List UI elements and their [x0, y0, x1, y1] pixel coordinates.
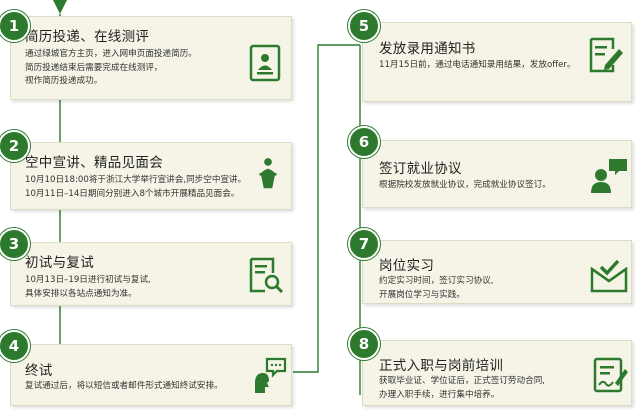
step-title-3: 初试与复试 — [25, 255, 94, 271]
step-card-2: 空中宣讲、精品见面会 10月10日18:00将于浙江大学举行宣讲会,同步空中宣讲… — [10, 142, 292, 210]
step-card-3: 初试与复试 10月13日–19日进行初试与复试, 具体安排以各站点通知为准。 — [10, 242, 292, 306]
step-card-6: 签订就业协议 根据院校发放就业协议，完成就业协议签订。 — [362, 140, 632, 208]
step-desc-line: 根据院校发放就业协议，完成就业协议签订。 — [379, 180, 551, 190]
step-desc-line: 11月15日前，通过电话通知录用结果，发放offer。 — [379, 60, 576, 70]
step-desc-line: 通过绿城官方主页，进入网申页面投递简历。 — [25, 49, 197, 59]
step-desc-4: 复试通过后，将以短信或者邮件形式通知终试安排。 — [25, 380, 223, 394]
step-number-6: 6 — [348, 126, 380, 158]
step-card-1: 简历投递、在线测评 通过绿城官方主页，进入网申页面投递简历。 简历投递结束后需要… — [10, 16, 292, 100]
step-desc-line: 获取毕业证、学位证后，正式签订劳动合同, — [379, 376, 546, 386]
step-desc-3: 10月13日–19日进行初试与复试, 具体安排以各站点通知为准。 — [25, 274, 151, 301]
step-number-4: 4 — [0, 330, 30, 362]
step-desc-line: 10月11日–14日期间分别进入8个城市开展精品见面会。 — [25, 188, 240, 199]
step-number-3: 3 — [0, 228, 30, 260]
contract-sign-icon — [593, 357, 628, 393]
step-desc-5: 11月15日前，通过电话通知录用结果，发放offer。 — [379, 59, 576, 73]
step-title-5: 发放录用通知书 — [379, 41, 476, 57]
step-card-8: 正式入职与岗前培训 获取毕业证、学位证后，正式签订劳动合同, 办理入职手续，进行… — [362, 340, 632, 406]
start-arrow — [53, 0, 67, 14]
step-number-8: 8 — [348, 328, 380, 360]
step-title-7: 岗位实习 — [379, 258, 435, 274]
step-desc-7: 约定实习时间，签订实习协议, 开展岗位学习与实践。 — [379, 275, 493, 302]
step-number-2: 2 — [0, 130, 30, 162]
step-card-4: 终试 复试通过后，将以短信或者邮件形式通知终试安排。 — [10, 344, 292, 406]
step-title-1: 简历投递、在线测评 — [25, 29, 150, 45]
step-title-2: 空中宣讲、精品见面会 — [25, 155, 163, 171]
cross-connector — [293, 44, 360, 373]
podium-speaker-icon — [259, 158, 277, 189]
step-desc-line: 约定实习时间，签订实习协议, — [379, 276, 494, 286]
write-document-icon — [589, 37, 623, 73]
step-title-6: 签订就业协议 — [379, 161, 462, 177]
step-desc-8: 获取毕业证、学位证后，正式签订劳动合同, 办理入职手续，进行集中培养。 — [379, 375, 545, 402]
envelope-check-icon — [590, 259, 628, 293]
step-desc-line: 办理入职手续，进行集中培养。 — [379, 389, 500, 400]
step-desc-line: 具体安排以各站点通知为准。 — [25, 288, 137, 299]
interview-chat-icon — [255, 357, 287, 393]
step-card-5: 发放录用通知书 11月15日前，通过电话通知录用结果，发放offer。 — [362, 22, 632, 102]
step-desc-line: 简历投递结束后需要完成在线测评， — [25, 62, 163, 73]
step-number-5: 5 — [348, 10, 380, 42]
step-number-7: 7 — [348, 228, 380, 260]
step-desc-2: 10月10日18:00将于浙江大学举行宣讲会,同步空中宣讲。 10月11日–14… — [25, 174, 246, 201]
document-search-icon — [249, 257, 284, 294]
person-chat-icon — [591, 159, 627, 193]
step-desc-line: 复试通过后，将以短信或者邮件形式通知终试安排。 — [25, 381, 223, 391]
step-card-7: 岗位实习 约定实习时间，签订实习协议, 开展岗位学习与实践。 — [362, 240, 632, 304]
step-desc-line: 10月13日–19日进行初试与复试, — [25, 275, 151, 285]
step-desc-6: 根据院校发放就业协议，完成就业协议签订。 — [379, 179, 551, 193]
step-title-8: 正式入职与岗前培训 — [379, 358, 504, 374]
resume-icon — [249, 44, 281, 82]
step-desc-line: 视作简历投递成功。 — [25, 76, 103, 86]
step-desc-line: 10月10日18:00将于浙江大学举行宣讲会,同步空中宣讲。 — [25, 175, 247, 185]
step-desc-1: 通过绿城官方主页，进入网申页面投递简历。 简历投递结束后需要完成在线测评， 视作… — [25, 48, 197, 89]
step-desc-line: 开展岗位学习与实践。 — [379, 289, 465, 300]
step-title-4: 终试 — [25, 363, 53, 379]
step-number-1: 1 — [0, 10, 30, 42]
